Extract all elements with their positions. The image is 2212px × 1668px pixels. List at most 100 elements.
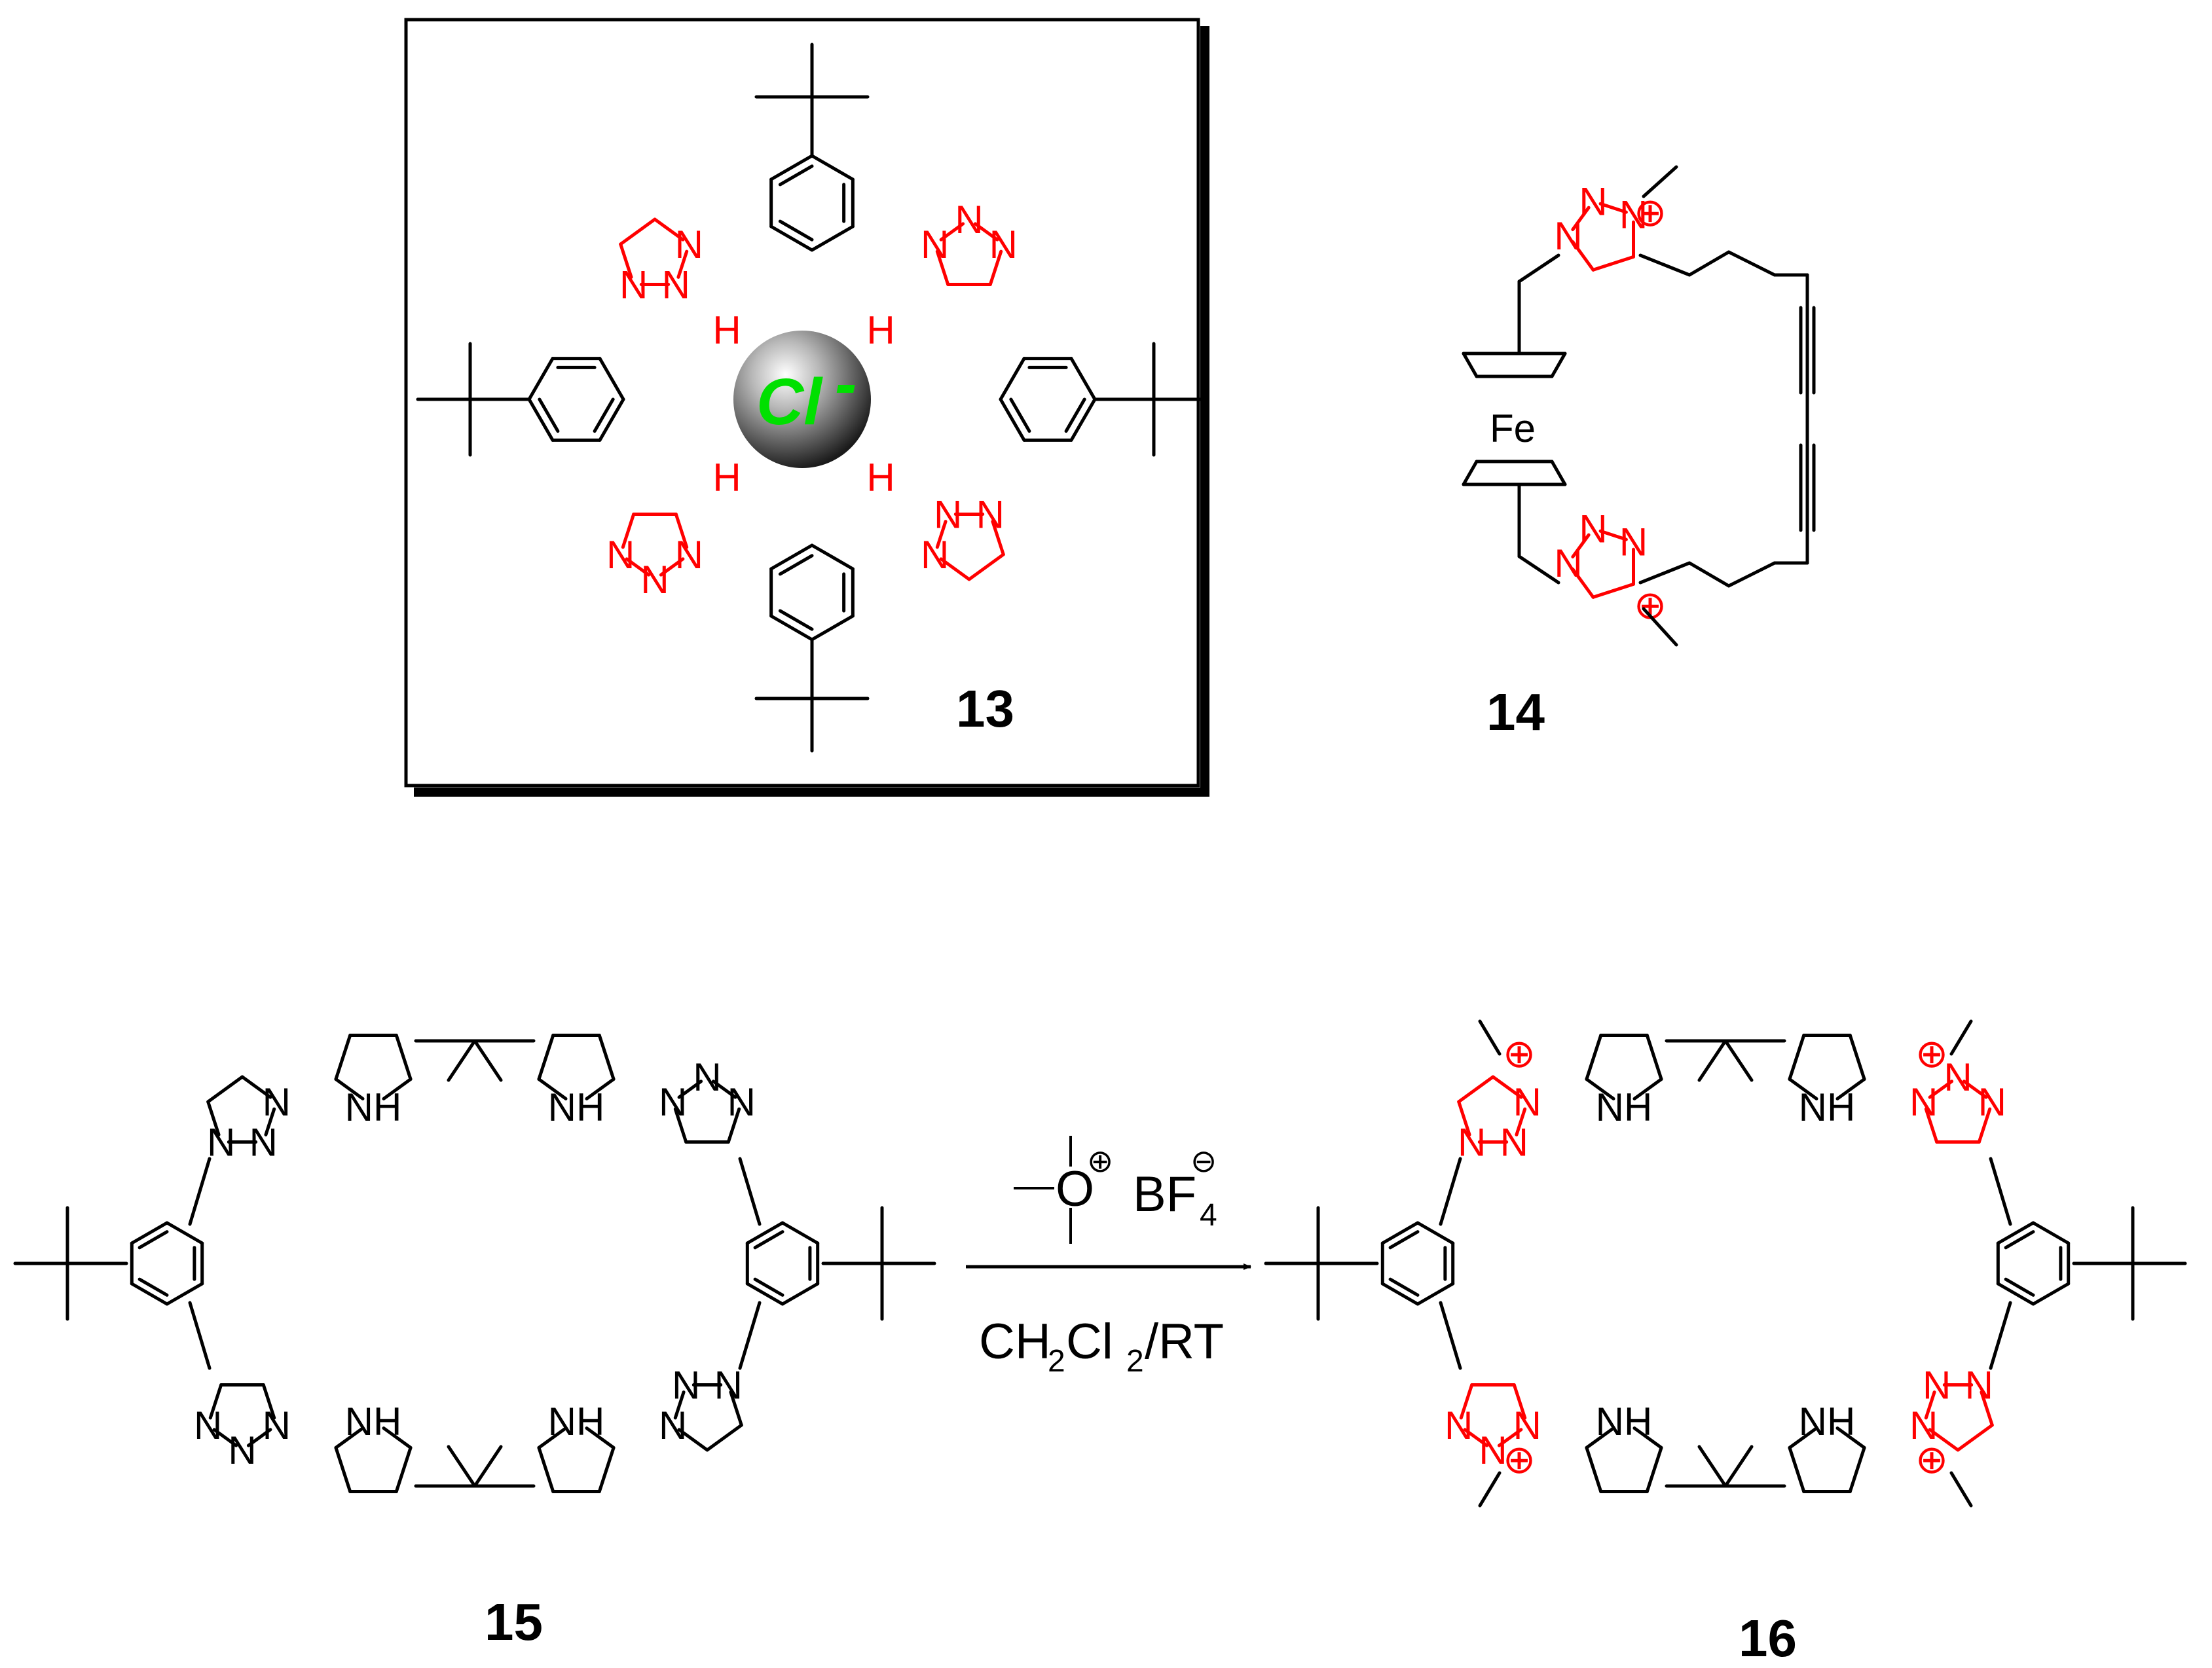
benzene-ring-bond <box>781 1282 820 1306</box>
triazole-nitrogen: N <box>672 1364 700 1407</box>
pyrrole-bond <box>1788 1078 1818 1100</box>
triazole-nitrogen: N <box>1500 1120 1528 1164</box>
pyrrole-bond <box>537 1445 555 1494</box>
cyclopentadienyl-bond <box>1462 460 1479 486</box>
alkyl-chain-bond <box>1638 253 1691 277</box>
benzene-ring-bond <box>1416 1282 1455 1306</box>
triazole-bond <box>1463 1428 1489 1447</box>
pyrrole-bond <box>394 1033 413 1081</box>
compound-label-15: 15 <box>485 1593 543 1651</box>
triazole-nitrogen: N <box>921 223 949 266</box>
triazole-nitrogen: N <box>1579 507 1607 551</box>
pyrrole-bond <box>382 1426 413 1449</box>
pyrrole-bond <box>1585 1426 1615 1449</box>
pyrrole-nh: NH <box>548 1085 605 1129</box>
triazole-nitrogen: N <box>662 263 690 306</box>
benzene-ring-bond <box>1380 1282 1420 1306</box>
triazole-bond <box>212 1428 238 1447</box>
triazole-nitrogen: N <box>1944 1055 1972 1099</box>
triazole-bond <box>1928 1079 1954 1099</box>
benzene-ring-bond <box>1380 1221 1420 1245</box>
triazole-nitrogen: N <box>714 1364 743 1407</box>
aryl-link-bond <box>738 1157 762 1226</box>
triazole-bond <box>261 1383 276 1420</box>
triazole-bond <box>988 249 1003 286</box>
triazole-bond <box>246 1428 272 1447</box>
triazole-nitrogen: N <box>1458 1120 1486 1164</box>
benzene-ring-bond <box>810 614 855 642</box>
triazole-nitrogen: N <box>1579 180 1607 224</box>
aryl-link-bond <box>738 1301 762 1370</box>
triazole-nitrogen: N <box>1619 520 1648 564</box>
gem-dimethyl-bond <box>1724 1039 1754 1082</box>
triazole-bond <box>1571 533 1591 559</box>
triazole-bond <box>673 1107 688 1144</box>
triazole-bond <box>653 217 685 242</box>
aryl-link-bond <box>1989 1157 2012 1226</box>
triazole-nitrogen: N <box>693 1055 721 1099</box>
benzene-ring-bond <box>745 1282 784 1306</box>
triazole-nitrogen: N <box>1965 1364 1993 1407</box>
benzene-ring-bond <box>2031 1282 2071 1306</box>
triazole-bond <box>935 249 950 286</box>
aryl-link-bond <box>1439 1157 1462 1226</box>
pyrrole-bond <box>537 1078 568 1100</box>
pyrrole-bond <box>1585 1078 1615 1100</box>
triazole-bond <box>1591 255 1635 272</box>
benzene-ring-bond <box>769 543 814 571</box>
triazole-nitrogen: N <box>249 1120 278 1164</box>
pyrrole-nh: NH <box>345 1400 402 1443</box>
solvent-sub-2a: 2 <box>1048 1344 1065 1379</box>
pyrrole-bond <box>537 1033 555 1081</box>
aryl-link-bond <box>188 1301 212 1370</box>
methyl-bond <box>1478 1019 1502 1056</box>
triazole-bond <box>673 1390 686 1420</box>
benzene-ring-bond <box>769 614 814 642</box>
solvent-rt: /RT <box>1145 1314 1224 1369</box>
triazolium-charge: ⊕ <box>1634 190 1667 234</box>
pyrrole-nh: NH <box>1596 1085 1653 1129</box>
aromatic-double-bond <box>138 1277 169 1297</box>
triazole-bond <box>619 242 633 279</box>
triazole-bond <box>206 1100 221 1136</box>
gem-dimethyl-bond <box>473 1039 503 1082</box>
benzene-ring-bond <box>1996 1282 2035 1306</box>
triazolium-charge: ⊕ <box>1634 583 1667 627</box>
ch-hydrogen: H <box>866 456 894 499</box>
triazole-nitrogen: N <box>619 263 648 306</box>
triazole-bond <box>935 520 948 549</box>
frame-box <box>404 18 1200 788</box>
benzene-ring-bond <box>2031 1221 2071 1245</box>
pyrrole-bond <box>1632 1078 1663 1100</box>
triazole-nitrogen: N <box>1445 1404 1473 1447</box>
pyrrole-bond <box>334 1426 365 1449</box>
alkyl-chain-bond <box>1687 250 1731 277</box>
triazole-nitrogen: N <box>1923 1364 1951 1407</box>
triazole-bond <box>1515 1107 1527 1136</box>
pyrrole-bond <box>1835 1078 1866 1100</box>
triazolium-charge: ⊕ <box>1915 1032 1948 1076</box>
pyrrole-bond <box>1788 1426 1818 1449</box>
benzene-ring-bond <box>130 1282 169 1306</box>
aromatic-double-bond <box>778 554 814 576</box>
triazole-nitrogen: N <box>934 493 962 537</box>
chloride-sphere <box>733 331 871 468</box>
triazole-bond <box>1457 1100 1471 1136</box>
triazole-bond <box>729 1390 743 1427</box>
triazole-bond <box>1459 1383 1474 1420</box>
triazolium-charge: ⊕ <box>1503 1032 1536 1076</box>
pyrrole-bond <box>1835 1426 1866 1449</box>
triazole-nitrogen: N <box>1479 1428 1507 1472</box>
aromatic-double-bond <box>1064 397 1086 433</box>
triazole-nitrogen: N <box>1513 1080 1541 1124</box>
triazole-bond <box>659 557 685 577</box>
triazole-bond <box>967 553 1005 581</box>
triazole-nitrogen: N <box>1554 214 1582 258</box>
oxonium-charge: ⊕ <box>1087 1144 1113 1179</box>
triazole-bond <box>619 217 657 246</box>
ch-hydrogen: H <box>712 456 741 499</box>
benzene-ring-bond <box>999 397 1026 442</box>
triazole-nitrogen: N <box>263 1080 291 1124</box>
